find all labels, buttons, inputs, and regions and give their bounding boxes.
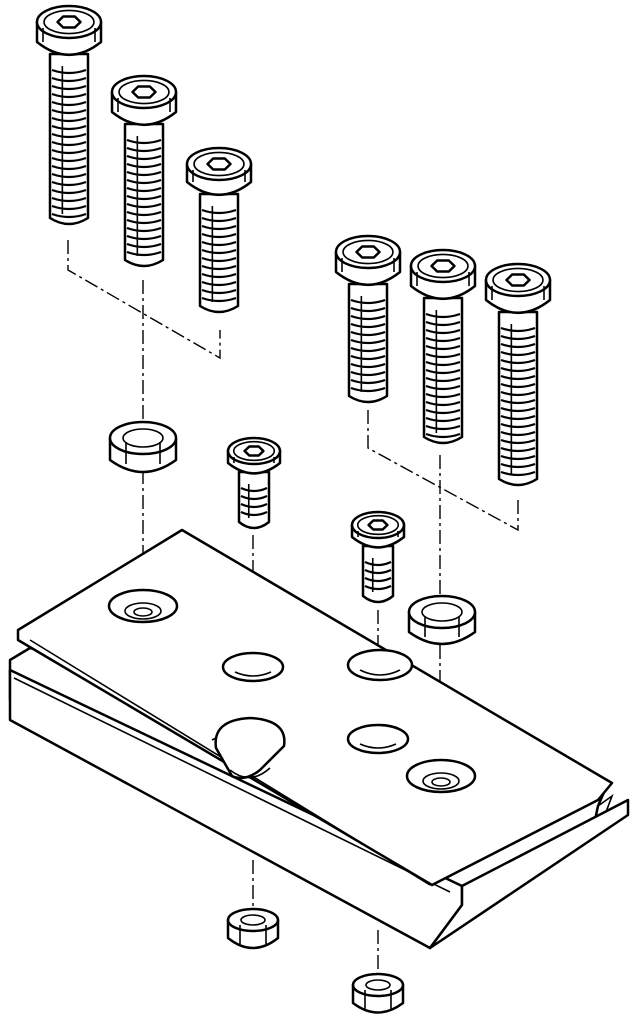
plate-holes: [107, 588, 477, 794]
cap-screw-long-5: [409, 248, 477, 445]
cap-screw-long-1: [35, 4, 103, 226]
cap-screw-short-1: [226, 436, 282, 530]
centering-sleeve-right: [407, 594, 477, 646]
counterbore-hole-right: [405, 758, 477, 794]
thread-lines: [364, 560, 392, 591]
through-hole-3: [346, 723, 410, 755]
thread-lines: [201, 208, 237, 303]
cap-screw-long-2: [110, 74, 178, 268]
adapter-plate: [8, 528, 630, 950]
cap-screw-short-2: [350, 510, 406, 604]
hex-socket-icon: [56, 15, 82, 29]
cap-screw-long-3: [185, 146, 253, 314]
thread-lines: [240, 486, 268, 517]
slot-notch: [214, 716, 286, 780]
hex-socket-icon: [131, 85, 157, 99]
cap-screw-long-4: [334, 234, 402, 404]
thread-lines: [425, 312, 461, 439]
hex-socket-icon: [367, 519, 389, 531]
hex-socket-icon: [206, 157, 232, 171]
through-hole-2: [346, 648, 414, 682]
hex-socket-icon: [355, 245, 381, 259]
nut-right: [351, 972, 405, 1014]
screws: [35, 4, 552, 604]
hex-socket-icon: [243, 445, 265, 457]
counterbore-hole-left: [107, 588, 179, 624]
thread-lines: [350, 298, 386, 393]
nut-left: [226, 907, 280, 950]
through-hole-1: [221, 651, 285, 683]
hex-socket-icon: [430, 259, 456, 273]
cap-screw-long-6: [484, 262, 552, 487]
thread-lines: [51, 68, 87, 219]
thread-lines: [126, 138, 162, 257]
hex-socket-icon: [505, 273, 531, 287]
centering-sleeve-left: [108, 420, 178, 474]
thread-lines: [500, 326, 536, 477]
